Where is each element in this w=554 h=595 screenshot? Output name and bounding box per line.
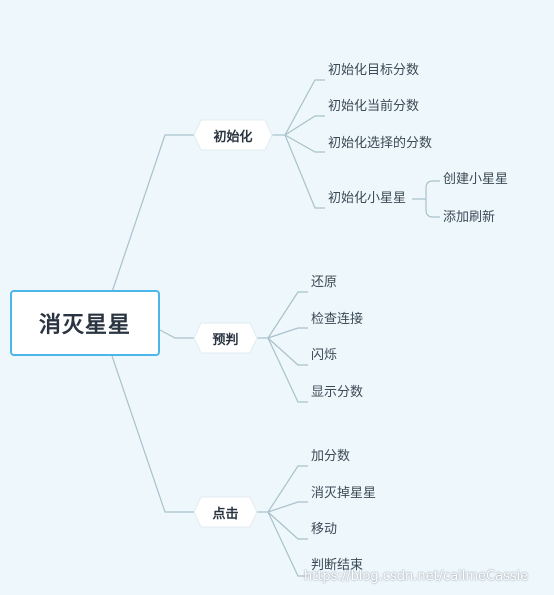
- connector-b2-c2: [267, 327, 308, 339]
- b2-child-4[interactable]: 显示分数: [311, 385, 364, 400]
- branch-1-label[interactable]: 初始化: [213, 129, 253, 145]
- watermark: https://blog.csdn.net/callmeCassie: [304, 569, 529, 584]
- connector-root-branch-1: [111, 134, 195, 293]
- branch-1-node: [193, 119, 273, 151]
- connector-b1-c3: [284, 134, 325, 153]
- b2-child-3[interactable]: 闪烁: [311, 348, 338, 363]
- b1-child-3[interactable]: 初始化选择的分数: [328, 136, 433, 151]
- connector-root-branch-2: [159, 329, 195, 339]
- b2-child-1[interactable]: 还原: [311, 275, 338, 290]
- b3-child-4[interactable]: 判断结束: [311, 558, 364, 573]
- connector-b1-c4: [284, 134, 325, 209]
- connector-b2-c3: [267, 337, 308, 366]
- root-node[interactable]: 消灭星星: [10, 290, 160, 356]
- b1-child-1[interactable]: 初始化目标分数: [328, 63, 420, 78]
- root-label: 消灭星星: [38, 313, 131, 338]
- connector-b2-c4: [267, 337, 308, 403]
- b3-child-1[interactable]: 加分数: [311, 449, 351, 464]
- branch-3-label[interactable]: 点击: [212, 506, 239, 522]
- connector-root-branch-3: [111, 355, 195, 513]
- b1-child-2[interactable]: 初始化当前分数: [328, 99, 420, 114]
- branch-2-node: [193, 322, 258, 354]
- connector-b1-c1: [284, 79, 325, 136]
- b3-child-2[interactable]: 消灭掉星星: [311, 486, 377, 501]
- b2-child-2[interactable]: 检查连接: [311, 312, 364, 327]
- connector-b1-c2: [284, 115, 325, 136]
- connector-b1-c4-bracket: [412, 180, 440, 218]
- branch-3-node: [193, 496, 258, 528]
- connector-b3-c3: [267, 511, 308, 540]
- b1-c4-sub-1[interactable]: 创建小星星: [443, 172, 509, 187]
- branch-2-label[interactable]: 预判: [212, 332, 239, 348]
- b1-child-4[interactable]: 初始化小星星: [328, 191, 407, 206]
- connector-b3-c1: [267, 465, 308, 513]
- connector-b3-c4: [267, 511, 308, 577]
- b3-child-3[interactable]: 移动: [311, 522, 338, 537]
- connector-b3-c2: [267, 501, 308, 513]
- connector-b2-c1: [267, 291, 308, 339]
- b1-c4-sub-2[interactable]: 添加刷新: [443, 210, 496, 225]
